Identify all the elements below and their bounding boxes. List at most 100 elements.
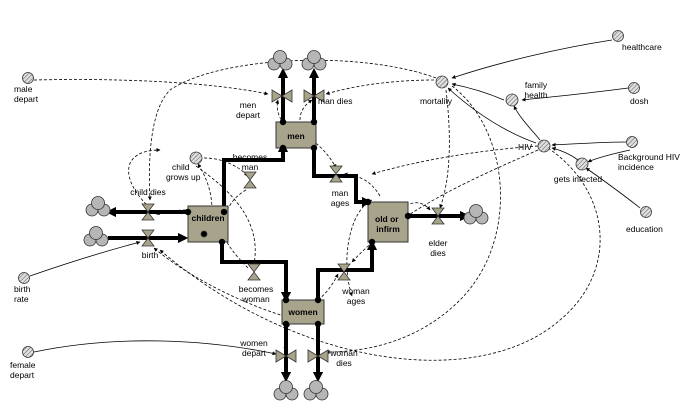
- converter-education[interactable]: [640, 206, 652, 218]
- cloud-birth: [83, 226, 109, 247]
- label-mortality: mortality: [420, 96, 453, 106]
- dot-children-1: [220, 208, 228, 216]
- dot-men-2: [310, 144, 318, 152]
- flow-pipes: [105, 67, 471, 383]
- connector-dots: [184, 118, 412, 328]
- link-growsup-becomeswoman: [195, 165, 257, 265]
- dot-men-1: [279, 144, 287, 152]
- link-women-womanages: [317, 273, 339, 301]
- link-childdies-loop: [128, 148, 161, 209]
- valves: [141, 89, 445, 363]
- link-men-mandies: [299, 99, 313, 121]
- link-male-depart: [33, 79, 269, 96]
- link-infected-hiv: [551, 146, 579, 161]
- stocks: men children women old or infirm: [187, 121, 409, 325]
- label-gets-infected: gets infected: [554, 174, 602, 184]
- dot-old-1: [404, 212, 412, 220]
- link-children-growsup: [197, 163, 213, 211]
- label-hiv: HIV: [518, 142, 533, 152]
- converter-healthcare[interactable]: [612, 30, 624, 42]
- dot-women-2: [314, 296, 322, 304]
- valve-becomes-man[interactable]: [243, 171, 257, 189]
- valve-man-dies[interactable]: [303, 89, 325, 103]
- label-man-dies: man dies: [318, 96, 353, 106]
- dot-children-3: [218, 238, 226, 246]
- dot-old-2: [368, 238, 376, 246]
- link-women-birth: [153, 247, 291, 319]
- converter-dosh[interactable]: [628, 82, 640, 94]
- stock-women-label: women: [287, 307, 317, 317]
- link-mortality-mandies: [325, 79, 435, 95]
- valve-man-ages[interactable]: [329, 165, 343, 183]
- label-child-dies: child dies: [130, 187, 165, 197]
- link-family-health: [451, 82, 505, 101]
- valve-birth[interactable]: [141, 229, 155, 247]
- valve-men-depart[interactable]: [271, 89, 293, 103]
- dot-women-4: [314, 320, 322, 328]
- valve-women-depart[interactable]: [275, 349, 297, 363]
- label-dosh: dosh: [630, 96, 649, 106]
- dot-children-2: [184, 208, 192, 216]
- link-men-manages: [311, 139, 337, 169]
- cloud-man-dies: [301, 50, 327, 71]
- cloud-woman-dies: [303, 380, 329, 401]
- valve-pivots: [189, 151, 208, 238]
- converter-gets-infected[interactable]: [575, 157, 589, 171]
- cloud-child-dies: [85, 196, 111, 217]
- link-hiv-mortality: [447, 87, 537, 144]
- stock-men-label: men: [287, 131, 304, 141]
- link-healthcare: [451, 39, 613, 79]
- converter-hiv[interactable]: [537, 139, 551, 153]
- valve-woman-dies[interactable]: [307, 349, 329, 363]
- converter-background-hiv[interactable]: [626, 136, 638, 148]
- valve-child-dies[interactable]: [141, 203, 155, 221]
- dot-women-1: [282, 296, 290, 304]
- valve-elder-dies[interactable]: [431, 207, 445, 225]
- link-background: [551, 141, 627, 147]
- old-line2: infirm: [376, 224, 400, 234]
- dot-old-3: [364, 198, 372, 206]
- cloud-women-depart: [273, 380, 299, 401]
- converter-female-depart[interactable]: [22, 346, 34, 358]
- converter-birth-rate[interactable]: [18, 272, 30, 284]
- pipe-becomes-woman: [220, 242, 292, 303]
- converter-mortality[interactable]: [435, 75, 449, 89]
- link-hiv-family: [513, 105, 541, 141]
- link-hiv-birth: [159, 147, 601, 361]
- stock-old-or-infirm-label: old or infirm: [375, 214, 401, 234]
- dot-women-3: [282, 320, 290, 328]
- pivot-children: [200, 230, 208, 238]
- label-healthcare: healthcare: [622, 42, 662, 52]
- stock-men[interactable]: [275, 121, 317, 149]
- cloud-elder-dies: [463, 204, 489, 225]
- link-mortality-womandies: [325, 85, 501, 354]
- converter-male-depart[interactable]: [22, 72, 34, 84]
- link-education: [585, 167, 641, 209]
- pipe-becomes-man: [222, 141, 289, 214]
- link-dosh: [521, 87, 629, 102]
- link-background-infected: [587, 149, 631, 163]
- stock-women[interactable]: [281, 299, 325, 325]
- converter-family-health[interactable]: [505, 93, 519, 107]
- label-education: education: [626, 224, 663, 234]
- converter-child-grows-up[interactable]: [189, 151, 203, 165]
- cloud-men-depart: [267, 50, 293, 71]
- link-hiv-man-ages: [371, 145, 539, 175]
- link-female-depart: [33, 340, 277, 356]
- stock-old-or-infirm[interactable]: [367, 201, 409, 243]
- dot-men-3: [279, 118, 287, 126]
- label-birth: birth: [142, 250, 159, 260]
- valve-woman-ages[interactable]: [337, 263, 351, 281]
- clouds: [83, 50, 489, 401]
- valve-becomes-woman[interactable]: [247, 263, 261, 281]
